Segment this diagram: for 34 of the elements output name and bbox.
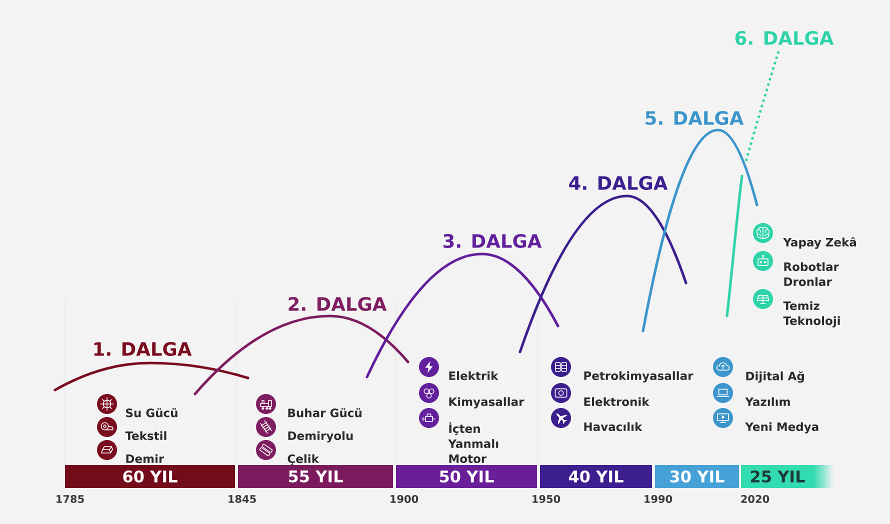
timeline-bar: 50 YIL bbox=[396, 465, 537, 488]
timeline-bar: 40 YIL bbox=[540, 465, 652, 488]
wave-label: 2. DALGA bbox=[288, 297, 387, 311]
wave-label: 3. DALGA bbox=[444, 234, 542, 248]
item-label: Yazılım bbox=[745, 397, 790, 406]
year-label: 1785 bbox=[56, 495, 84, 503]
timeline-bar: 25 YIL bbox=[741, 465, 834, 488]
item-label: Yeni Medya bbox=[745, 422, 818, 434]
timeline-bar: 60 YIL bbox=[65, 465, 235, 488]
item-label: Demiryolu bbox=[288, 431, 353, 442]
year-label: 1990 bbox=[644, 495, 672, 503]
wave-label: 4. DALGA bbox=[569, 176, 668, 190]
year-label: 1950 bbox=[532, 495, 560, 503]
item-label: Dijital Ağ bbox=[746, 371, 804, 383]
item-label: Su Gücü bbox=[126, 408, 178, 418]
item-label: Kimyasallar bbox=[449, 397, 524, 408]
item-label: Havacılık bbox=[584, 422, 642, 432]
year-label: 1845 bbox=[228, 495, 256, 503]
item-label: Çelik bbox=[288, 454, 320, 466]
item-label: Petrokimyasallar bbox=[584, 371, 694, 382]
year-label: 1900 bbox=[390, 495, 418, 503]
item-label: Yapay Zekâ bbox=[783, 237, 856, 249]
timeline-bar: 30 YIL bbox=[655, 465, 739, 488]
item-label: Robotlar Dronlar bbox=[784, 262, 839, 286]
item-label: Elektronik bbox=[584, 397, 650, 406]
wave-label: 1. DALGA bbox=[94, 342, 192, 356]
item-label: Buhar Gücü bbox=[288, 408, 362, 418]
item-label: Temiz Teknoloji bbox=[783, 301, 840, 328]
wave-label: 6. DALGA bbox=[735, 31, 834, 45]
wave-label: 5. DALGA bbox=[646, 111, 744, 125]
item-label: Elektrik bbox=[449, 371, 498, 380]
timeline-bar: 55 YIL bbox=[238, 465, 393, 488]
item-label: Tekstil bbox=[125, 431, 166, 440]
year-label: 2020 bbox=[741, 495, 770, 503]
